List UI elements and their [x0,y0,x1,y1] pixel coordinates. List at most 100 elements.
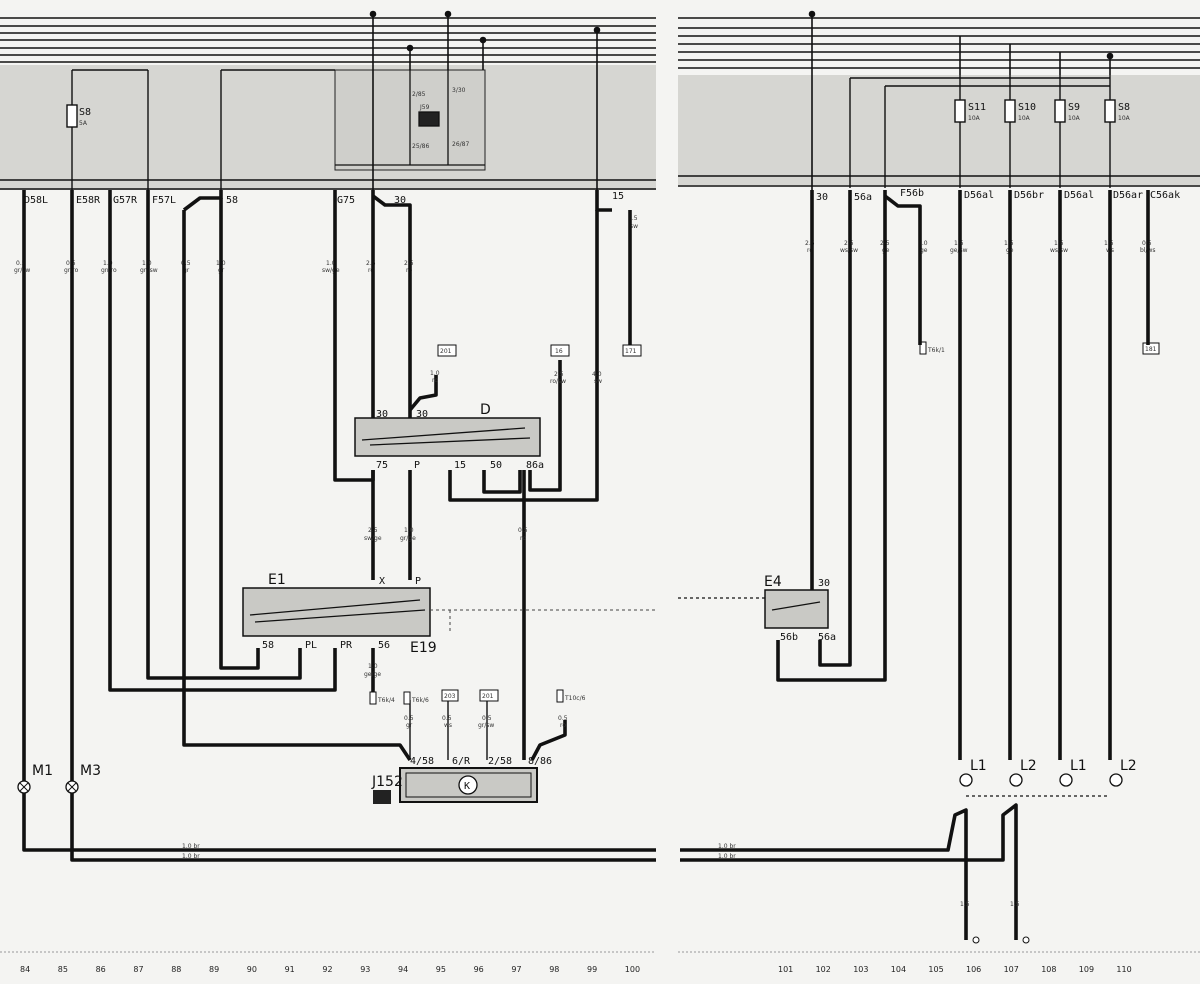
fuse-left-s8 [66,69,149,190]
column-number: 89 [209,965,219,974]
wcol-j4: ro [560,722,566,729]
term-f57l: F57L [152,195,176,206]
label-j152: J152 [371,774,403,790]
fuse-s10-label: S10 [1018,102,1036,113]
relay-pin-3: 25/86 [412,143,429,150]
fuse-s9-rating: 10A [1068,115,1081,122]
term-f56b: F56b [900,188,924,199]
column-number: 84 [20,965,30,974]
column-number: 98 [549,965,559,974]
tag-t6k4: T6k/4 [377,697,395,704]
column-number: 96 [474,965,484,974]
wcol-j1: gr [406,722,413,729]
fuse-s10-rating: 10A [1018,115,1031,122]
tag-181: 181 [1145,346,1157,353]
label-l2a: L2 [1020,758,1037,774]
wsize-j2: 0.5 [442,715,452,722]
gw-right-top: 1.0 br [718,843,736,850]
column-number: 100 [625,965,640,974]
column-number: 88 [171,965,181,974]
column-number: 90 [247,965,257,974]
column-number: 106 [966,965,981,974]
bus-lines-right [678,17,1200,187]
wcol-r30: ro [807,247,813,254]
wsize-r104b: 1.0 [918,240,928,247]
wsize-g75: 1.0 [326,260,336,267]
term-c56ak: C56ak [1150,190,1180,201]
switch-e1 [242,587,656,637]
d-pin-30b: 30 [416,409,428,420]
column-number: 87 [133,965,143,974]
ground-symbols [972,936,1030,944]
label-l2b: L2 [1120,758,1137,774]
wcol-75: sw/ge [364,535,382,542]
tag-16: 16 [555,348,563,355]
lamp-m1 [17,780,31,794]
term-e58r: E58R [76,195,101,206]
column-number: 109 [1079,965,1094,974]
fuse-left-label: S8 [79,107,91,118]
j152-pin-886: 8/86 [528,756,552,767]
column-number: 95 [436,965,446,974]
wsize-86: 1.0 [103,260,113,267]
d-pin-15: 15 [454,460,466,471]
relay-pin-2: 3/30 [452,87,466,94]
wcol-86a: ro [520,535,526,542]
e1-pin-58: 58 [262,640,274,651]
panel-band-left [0,65,656,190]
wcol-j2: ws [444,722,452,729]
column-number: 108 [1041,965,1056,974]
wires-right [680,190,1150,940]
j152-pin-458: 4/58 [410,756,434,767]
d-pin-p: P [414,460,420,471]
fuse-s8r-label: S8 [1118,102,1130,113]
term-r56a: 56a [854,192,872,203]
wcol-15: sw [630,223,638,230]
gw-107: 1.5 [1010,901,1020,908]
e1-pin-p: P [415,576,421,587]
wsize-t16: 2.5 [554,371,564,378]
column-number: 93 [360,965,370,974]
wcol-t16: ro/sw [550,378,566,385]
wsize-84: 0.5 [16,260,26,267]
term-g75: G75 [337,195,355,206]
column-number: 94 [398,965,408,974]
term-g57r: G57R [113,195,138,206]
fuse-left-rating: 5A [79,120,88,127]
term-d56ar: D56ar [1113,190,1143,201]
wsize-75: 2.5 [368,527,378,534]
wsize-56: 1.0 [368,663,378,670]
term-d58l: D58L [24,195,48,206]
column-number: 104 [891,965,906,974]
e1-pin-pr: PR [340,640,353,651]
fuse-s9-label: S9 [1068,102,1080,113]
wsize-93: 2.5 [366,260,376,267]
e4-pin-30: 30 [818,578,830,589]
e1-pin-x: X [379,576,385,587]
term-d56al-2: D56al [1064,190,1094,201]
label-e19: E19 [410,640,437,656]
term-58: 58 [226,195,238,206]
wires-left [22,190,656,862]
column-number: 101 [778,965,793,974]
label-switch-e1: E1 [268,572,286,588]
fuses-right [849,75,1116,188]
wsize-15: 1.5 [628,215,638,222]
label-m1: M1 [32,763,53,779]
control-unit-j152 [373,767,538,804]
tag-t6k6: T6k/6 [411,697,429,704]
label-l1b: L1 [1070,758,1087,774]
term-15: 15 [612,191,624,202]
column-number: 110 [1116,965,1131,974]
wcol-88: gr [183,267,190,274]
column-number: 105 [928,965,943,974]
column-number: 86 [96,965,106,974]
tag-201b: 201 [482,693,494,700]
wsize-86a: 0.5 [518,527,528,534]
switch-d [354,417,541,457]
column-number: 102 [816,965,831,974]
term-30: 30 [394,195,406,206]
d-pin-86a: 86a [526,460,544,471]
label-e4: E4 [764,574,782,590]
